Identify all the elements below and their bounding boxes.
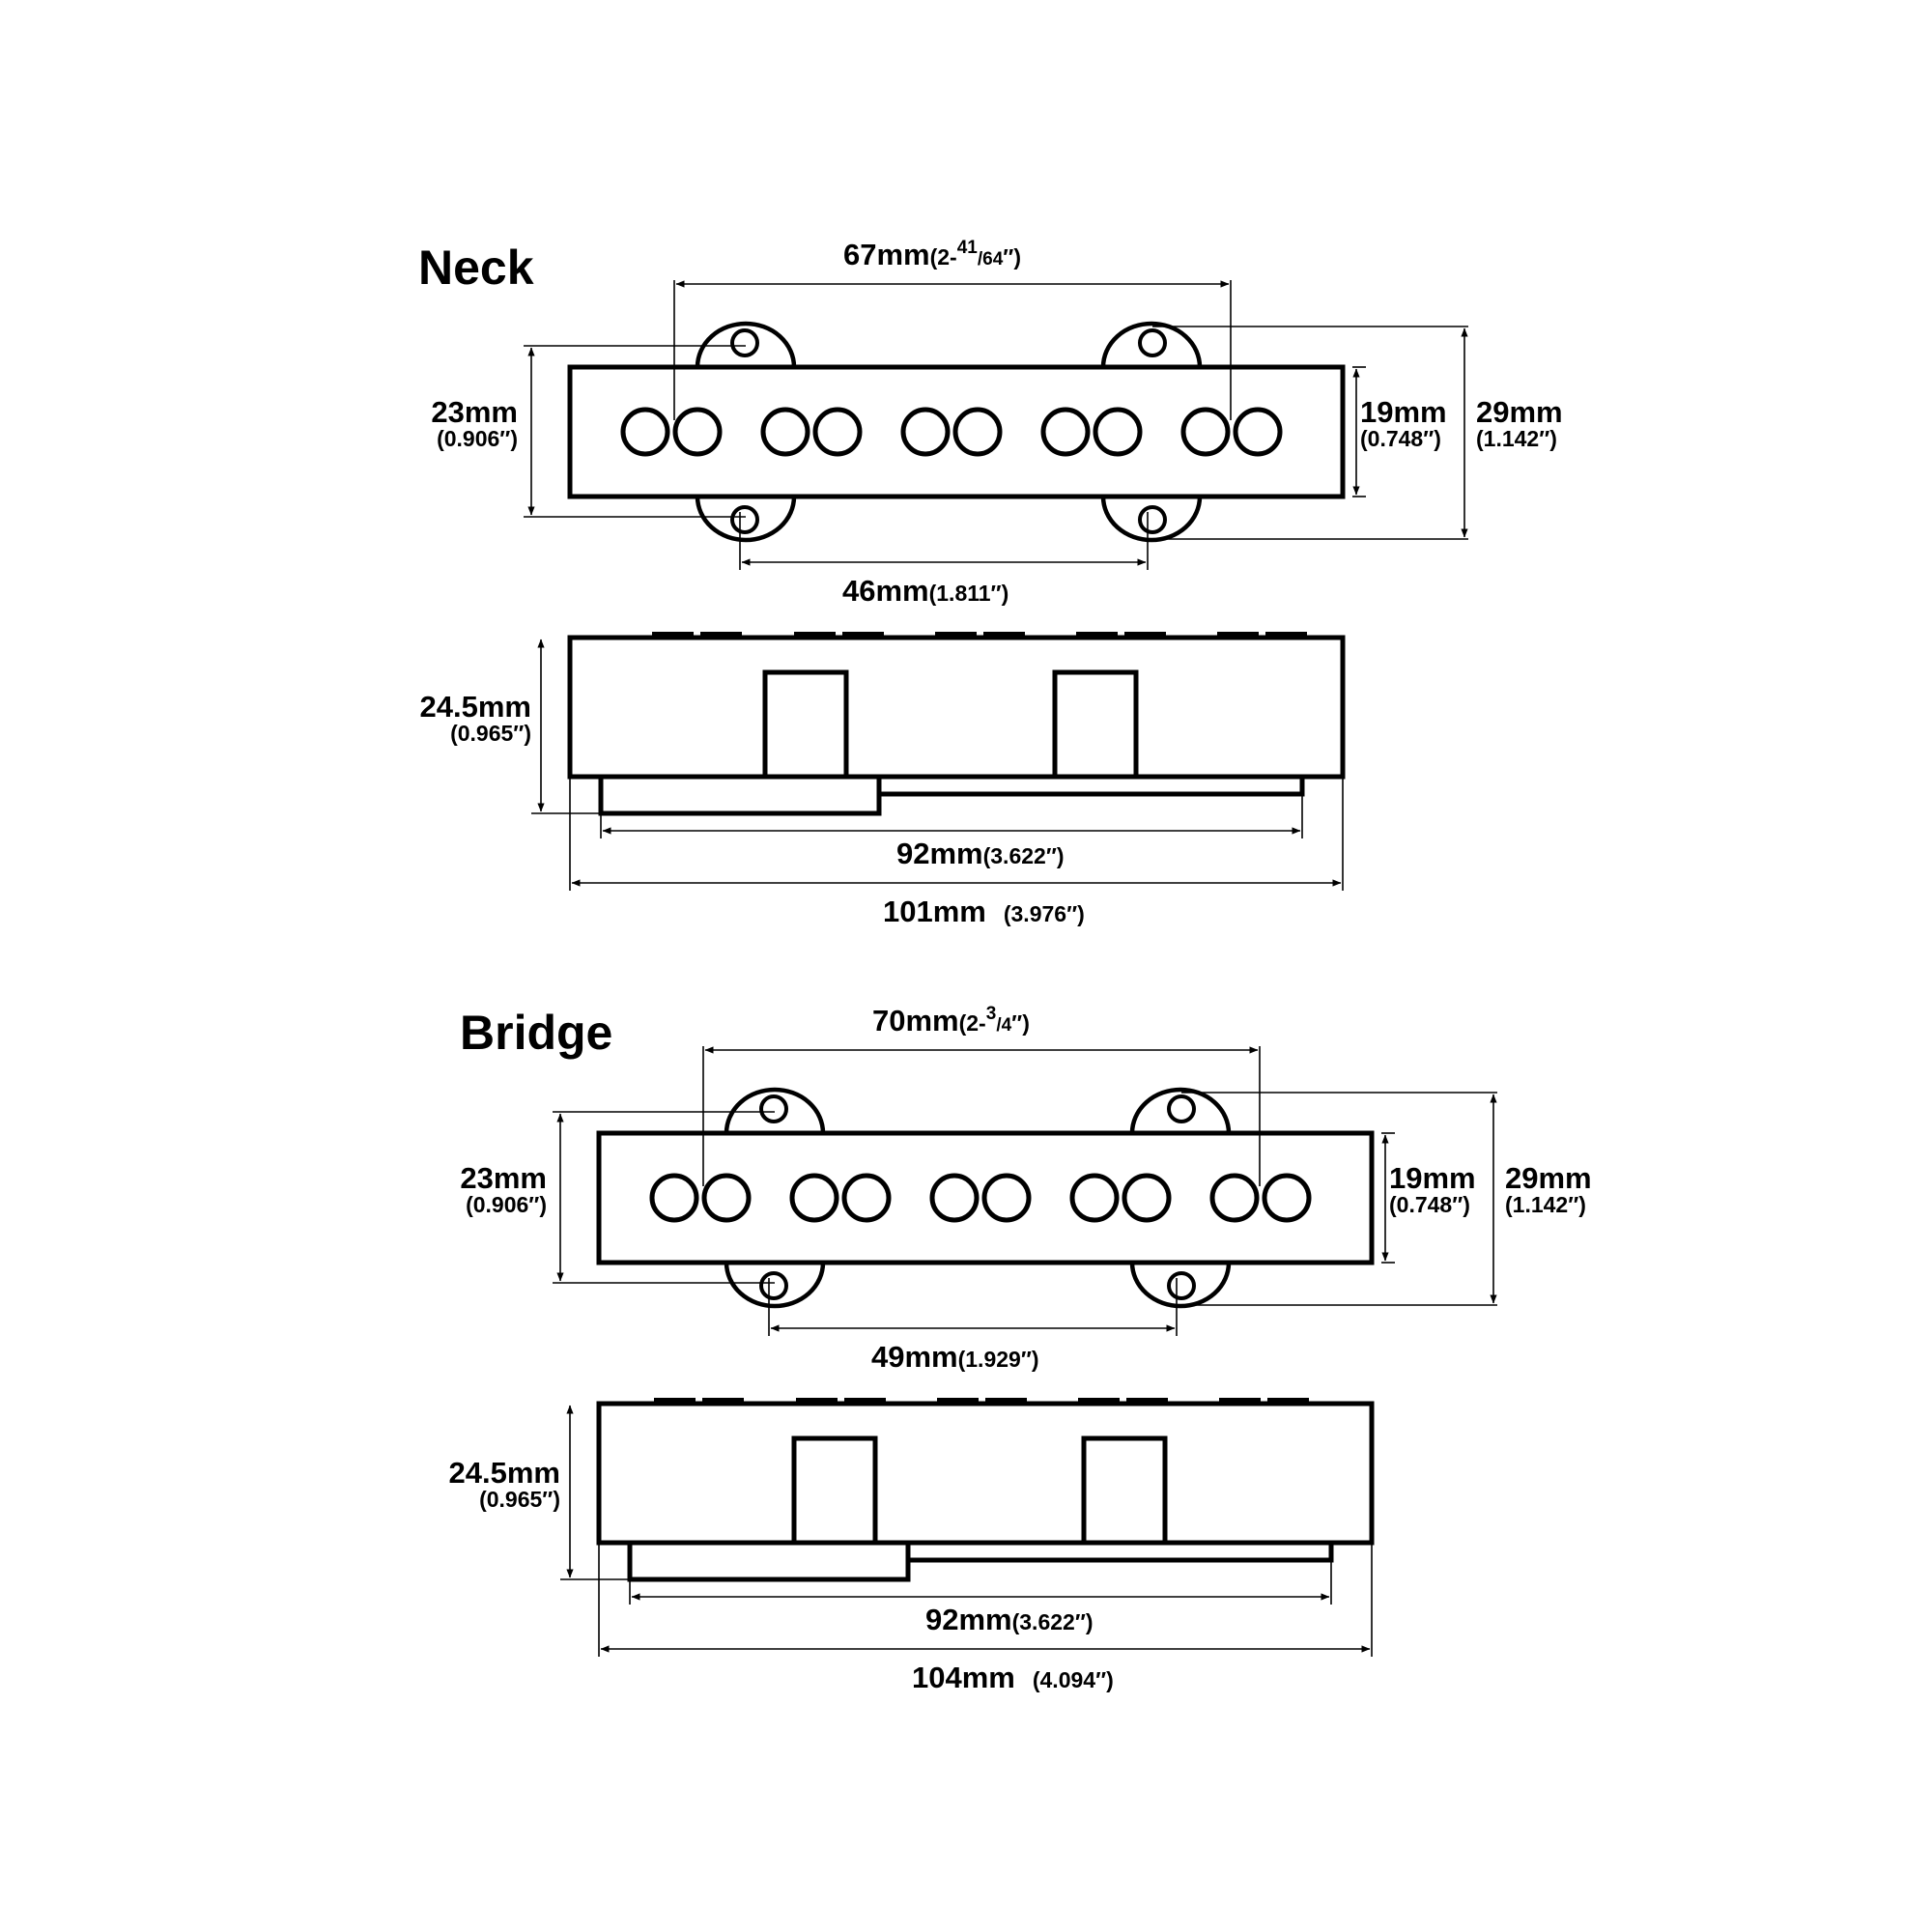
section-title: Bridge bbox=[460, 1006, 612, 1060]
dim-total-height-mm: 29mm bbox=[1476, 395, 1563, 429]
pole-piece-icon bbox=[649, 1173, 699, 1223]
pole-piece-icon bbox=[929, 1173, 980, 1223]
dim-base-width: 92mm(3.622″) bbox=[629, 1562, 1332, 1636]
pole-piece-icon bbox=[1262, 1173, 1312, 1223]
dim-side-height-inch: (0.965″) bbox=[450, 721, 531, 746]
dim-pole-height-mm: 19mm bbox=[1360, 395, 1447, 429]
pole-piece-icon bbox=[981, 1173, 1032, 1223]
dim-body-height: 23mm (0.906″) bbox=[460, 1111, 775, 1284]
dim-hole-width: 46mm(1.811″) bbox=[739, 512, 1149, 608]
pole-piece-icon bbox=[1040, 407, 1091, 457]
dim-total-width-label: 101mm(3.976″) bbox=[883, 895, 1085, 928]
baseplate-strip bbox=[903, 1540, 1334, 1563]
dim-pole-height: 19mm (0.748″) bbox=[1352, 366, 1447, 497]
dim-base-width: 92mm(3.622″) bbox=[600, 796, 1303, 870]
dim-body-height-mm: 23mm bbox=[460, 1161, 547, 1195]
mounting-leg-right bbox=[1081, 1435, 1168, 1546]
screw-hole-icon bbox=[1138, 505, 1167, 534]
side-view: 24.5mm (0.965″) 92mm(3.622″) 104mm(4.094… bbox=[449, 1398, 1375, 1694]
pole-pieces bbox=[620, 407, 1283, 457]
pole-piece-icon bbox=[701, 1173, 752, 1223]
dim-total-height-inch: (1.142″) bbox=[1505, 1192, 1586, 1217]
screw-hole-icon bbox=[1138, 328, 1167, 357]
pole-piece-icon bbox=[841, 1173, 892, 1223]
pickup-body-side bbox=[596, 1401, 1375, 1546]
screw-hole-icon bbox=[1167, 1094, 1196, 1123]
section-title: Neck bbox=[418, 241, 534, 295]
dim-total-height: 29mm (1.142″) bbox=[1181, 1092, 1592, 1306]
dim-total-width-label: 104mm(4.094″) bbox=[912, 1661, 1114, 1694]
dim-body-height-inch: (0.906″) bbox=[437, 426, 518, 451]
screw-hole-icon bbox=[730, 328, 759, 357]
dim-mounting-width: 70mm(2-3/4″) bbox=[702, 1004, 1261, 1186]
pole-piece-icon bbox=[1069, 1173, 1120, 1223]
side-view: 24.5mm (0.965″) 92mm(3.622″) 101mm(3.976… bbox=[420, 632, 1346, 928]
pole-piece-icon bbox=[1209, 1173, 1260, 1223]
mounting-leg-left bbox=[791, 1435, 878, 1546]
pickup-body-side bbox=[567, 635, 1346, 780]
dim-pole-height-mm: 19mm bbox=[1389, 1161, 1476, 1195]
baseplate-block bbox=[627, 1540, 911, 1582]
pole-piece-icon bbox=[620, 407, 670, 457]
dim-body-height-mm: 23mm bbox=[431, 395, 518, 429]
dim-mounting-width: 67mm(2-41/64″) bbox=[673, 238, 1232, 420]
pole-piece-icon bbox=[789, 1173, 839, 1223]
dim-hole-width-label: 46mm(1.811″) bbox=[842, 574, 1009, 608]
pole-piece-icon bbox=[1093, 407, 1143, 457]
top-view: 67mm(2-41/64″) 23mm (0.906″) 19mm (0.748… bbox=[431, 238, 1562, 608]
screw-hole-icon bbox=[759, 1094, 788, 1123]
dim-base-width-label: 92mm(3.622″) bbox=[925, 1603, 1094, 1636]
dim-mounting-width-label: 67mm(2-41/64″) bbox=[843, 238, 1021, 271]
dim-body-height: 23mm (0.906″) bbox=[431, 345, 746, 518]
dim-side-height-mm: 24.5mm bbox=[420, 690, 531, 724]
pole-piece-icon bbox=[760, 407, 810, 457]
dim-side-height: 24.5mm (0.965″) bbox=[449, 1405, 628, 1580]
dim-side-height: 24.5mm (0.965″) bbox=[420, 639, 599, 814]
pole-piece-icon bbox=[812, 407, 863, 457]
dim-pole-height-inch: (0.748″) bbox=[1360, 426, 1441, 451]
screw-hole-icon bbox=[759, 1271, 788, 1300]
dim-body-height-inch: (0.906″) bbox=[466, 1192, 547, 1217]
pole-piece-icon bbox=[900, 407, 951, 457]
dim-side-height-mm: 24.5mm bbox=[449, 1456, 560, 1490]
pole-pieces bbox=[649, 1173, 1312, 1223]
dim-total-width: 101mm(3.976″) bbox=[569, 779, 1344, 928]
bridge-section: Bridge bbox=[449, 1004, 1592, 1694]
screw-hole-icon bbox=[730, 505, 759, 534]
top-view: 70mm(2-3/4″) 23mm (0.906″) 19mm (0.748″) bbox=[460, 1004, 1591, 1374]
mounting-leg-right bbox=[1052, 669, 1139, 780]
baseplate-strip bbox=[874, 774, 1305, 797]
dim-total-height-inch: (1.142″) bbox=[1476, 426, 1557, 451]
neck-section: Neck bbox=[418, 238, 1563, 928]
dim-pole-height: 19mm (0.748″) bbox=[1381, 1132, 1476, 1264]
dim-total-height-mm: 29mm bbox=[1505, 1161, 1592, 1195]
mounting-leg-left bbox=[762, 669, 849, 780]
pole-piece-icon bbox=[672, 407, 723, 457]
pole-piece-icon bbox=[952, 407, 1003, 457]
dim-hole-width: 49mm(1.929″) bbox=[768, 1278, 1178, 1374]
pole-piece-icon bbox=[1122, 1173, 1172, 1223]
dim-total-width: 104mm(4.094″) bbox=[598, 1545, 1373, 1694]
dim-base-width-label: 92mm(3.622″) bbox=[896, 837, 1065, 870]
baseplate-block bbox=[598, 774, 882, 816]
pole-piece-icon bbox=[1180, 407, 1231, 457]
dim-total-height: 29mm (1.142″) bbox=[1152, 326, 1563, 540]
dim-pole-height-inch: (0.748″) bbox=[1389, 1192, 1470, 1217]
screw-hole-icon bbox=[1167, 1271, 1196, 1300]
dim-mounting-width-label: 70mm(2-3/4″) bbox=[872, 1004, 1030, 1037]
dim-side-height-inch: (0.965″) bbox=[479, 1487, 560, 1512]
pole-piece-icon bbox=[1233, 407, 1283, 457]
dim-hole-width-label: 49mm(1.929″) bbox=[871, 1340, 1039, 1374]
